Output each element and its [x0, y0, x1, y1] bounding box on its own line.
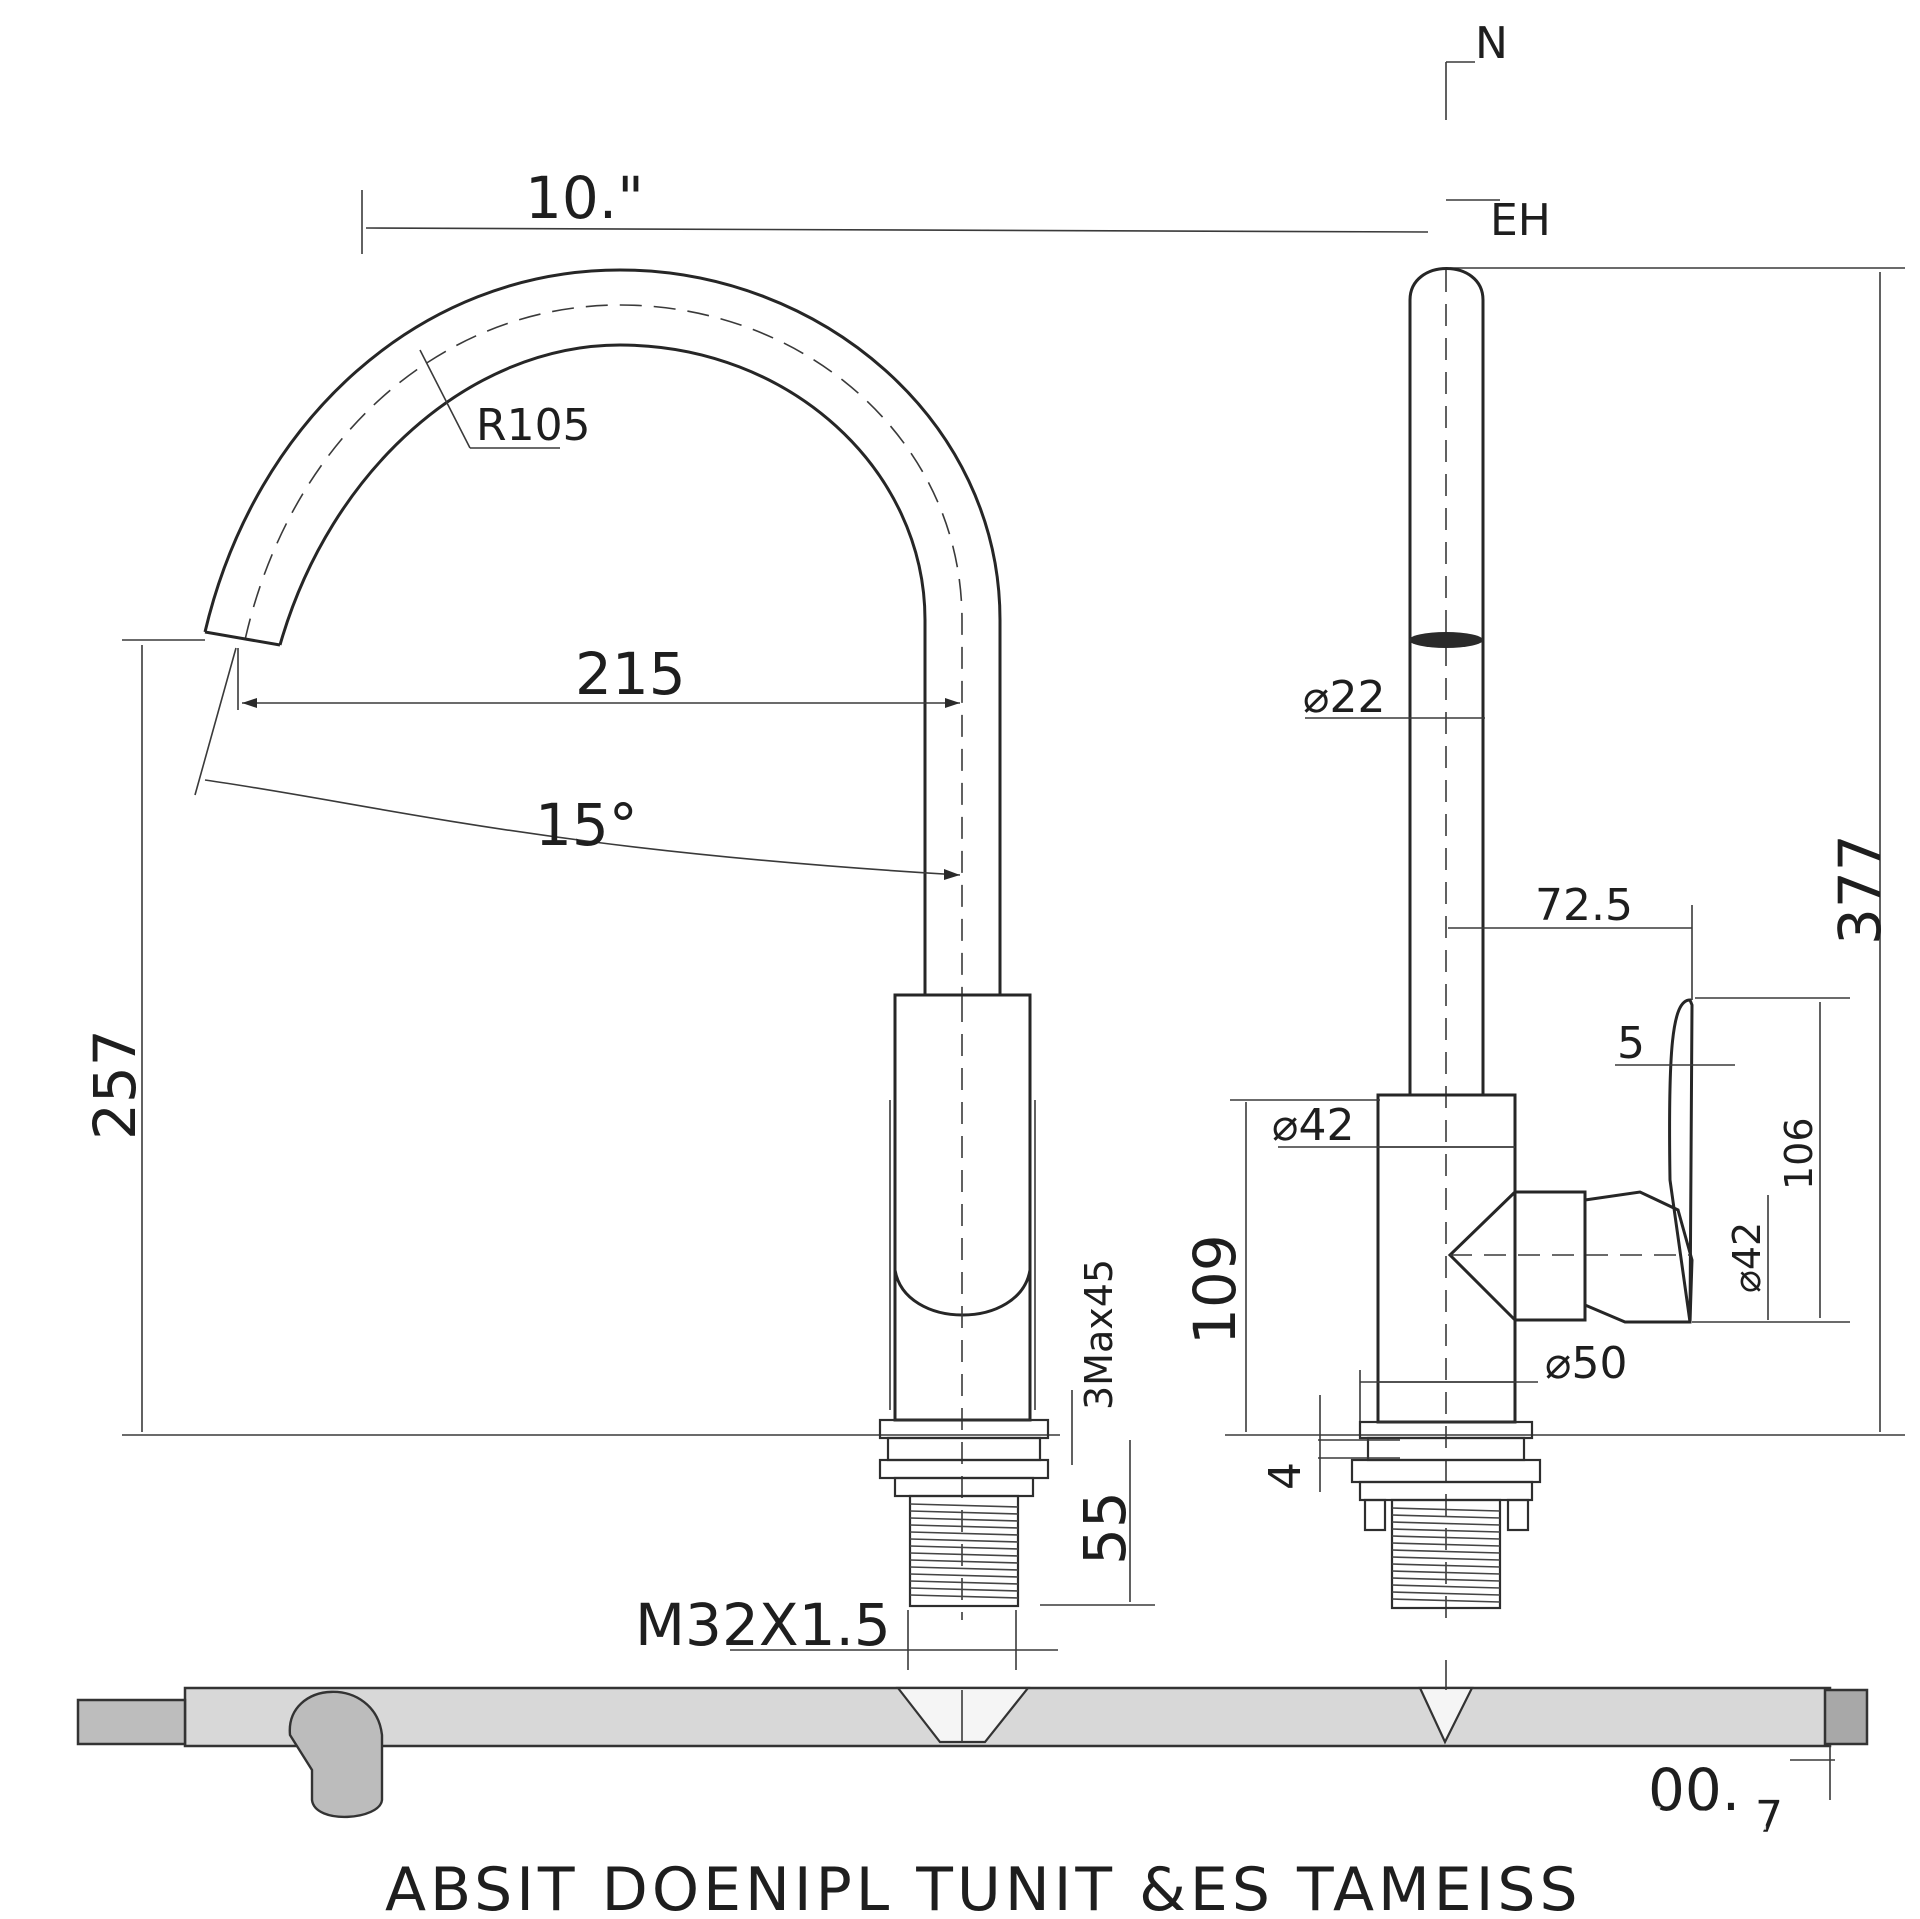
thread-line	[909, 1587, 1019, 1592]
thread-line	[909, 1510, 1019, 1515]
lever-blade	[1668, 998, 1694, 1323]
thread-line	[1391, 1514, 1501, 1519]
thread-line	[1391, 1528, 1501, 1533]
thread-line	[1391, 1556, 1501, 1561]
spout-reach-label: 215	[575, 640, 686, 708]
front-view: R105 10." 215 15° 257	[81, 164, 1429, 1670]
thread-line	[909, 1566, 1019, 1571]
base-diameter-label: ⌀50	[1545, 1338, 1627, 1389]
side-view: N EH 377 ⌀22 72.5 ⌀42 109	[1181, 18, 1905, 1620]
thread-line	[909, 1524, 1019, 1529]
thread-line	[909, 1517, 1019, 1522]
spout-inner	[278, 343, 927, 995]
lever-offset-label: 72.5	[1535, 880, 1633, 931]
threaded-shank	[908, 1494, 1020, 1608]
bottom-view: 00. 7	[76, 1660, 1869, 1843]
spout-outer	[203, 268, 1002, 995]
thread-line	[909, 1573, 1019, 1578]
chamfer-label: 3Max45	[1077, 1259, 1121, 1410]
thread-line	[1391, 1507, 1501, 1512]
bottom-mark: 7	[1755, 1792, 1783, 1843]
thread-line	[1391, 1549, 1501, 1554]
top-dim-label: 10."	[525, 164, 644, 232]
body-height-label: 109	[1181, 1234, 1249, 1345]
thread-line	[909, 1538, 1019, 1543]
thread-line	[1391, 1535, 1501, 1540]
drawing-caption: ABSIT DOENIPL TUNIT &ES TAMEISS	[385, 1855, 1582, 1919]
pipe-diameter-label: ⌀22	[1303, 672, 1385, 723]
overall-height-label: 377	[1826, 834, 1894, 945]
thread-line	[1391, 1521, 1501, 1526]
thread-line	[1391, 1563, 1501, 1568]
thread-line	[909, 1559, 1019, 1564]
thread-line	[1391, 1542, 1501, 1547]
side-pipe	[1408, 267, 1485, 1095]
thread-line	[1391, 1577, 1501, 1582]
thread-line	[1391, 1591, 1501, 1596]
thread-line	[1391, 1570, 1501, 1575]
side-threaded-shank	[1390, 1498, 1502, 1610]
shank-length-label: 55	[1071, 1491, 1139, 1565]
thread-line	[909, 1580, 1019, 1585]
thread-line	[909, 1594, 1019, 1599]
angle-label: 15°	[535, 791, 638, 859]
radius-label: R105	[476, 400, 591, 451]
lever-height-label: 106	[1777, 1117, 1821, 1190]
bottom-dim-label: 00.	[1648, 1756, 1740, 1824]
top-mark: N	[1475, 18, 1508, 69]
thread-line	[909, 1531, 1019, 1536]
lever-thickness-label: 5	[1617, 1018, 1645, 1069]
side-mark: EH	[1490, 195, 1551, 246]
body-diameter-label: ⌀42	[1272, 1100, 1354, 1151]
handle-cone	[1447, 1190, 1517, 1322]
base-thickness-label: 4	[1260, 1462, 1311, 1490]
thread-line	[909, 1545, 1019, 1550]
bottom-handle	[288, 1690, 384, 1819]
thread-label: M32X1.5	[635, 1591, 891, 1659]
thread-line	[909, 1552, 1019, 1557]
spout-centerline	[244, 304, 963, 1000]
thread-line	[909, 1503, 1019, 1508]
watermark: 豆包AI生成	[1605, 1804, 1811, 1850]
thread-line	[1391, 1598, 1501, 1603]
pipe-joint-ring	[1409, 632, 1483, 648]
lever-diameter-label: ⌀42	[1725, 1222, 1769, 1293]
thread-line	[1391, 1584, 1501, 1589]
spout-height-label: 257	[81, 1029, 149, 1140]
